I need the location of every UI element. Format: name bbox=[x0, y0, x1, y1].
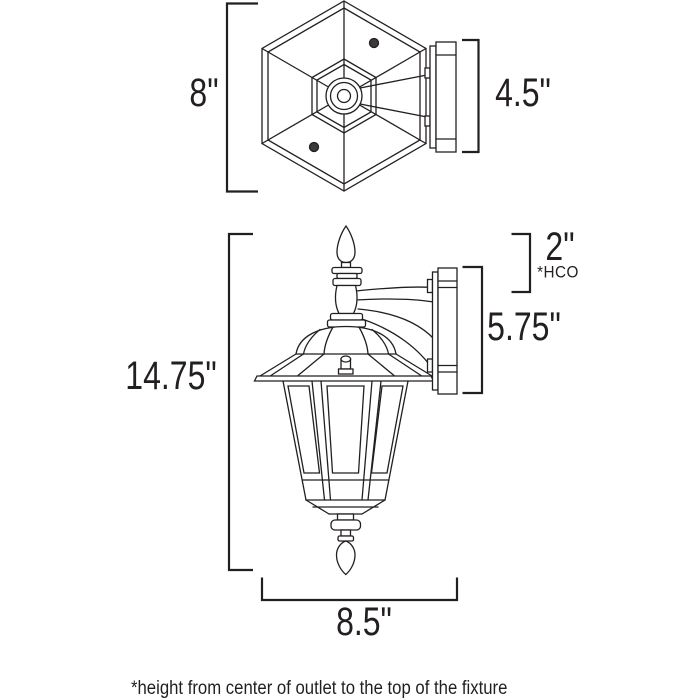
dim-bracket-5-75in bbox=[462, 265, 484, 395]
side-view-drawing bbox=[253, 224, 458, 576]
roof-knob bbox=[337, 355, 354, 375]
glass-pane-front bbox=[326, 385, 365, 474]
side-view-dimension-lines bbox=[227, 232, 532, 602]
hexagon-roof-outline bbox=[261, 0, 427, 192]
dim-label-hco-note: *HCO bbox=[537, 262, 579, 282]
dim-bracket-8in bbox=[225, 2, 258, 193]
glass-pane-left bbox=[287, 385, 321, 474]
screw-icon bbox=[308, 37, 380, 153]
bottom-cap bbox=[305, 499, 386, 515]
top-view-dimension-lines bbox=[225, 2, 480, 193]
dim-bracket-2in bbox=[511, 232, 532, 294]
dim-label-depth: 8.5" bbox=[336, 600, 392, 644]
dim-label-hco: 2" bbox=[545, 225, 575, 269]
backplate-side-view bbox=[426, 267, 458, 395]
dim-bracket-8-5in bbox=[260, 577, 459, 602]
dim-label-backplate: 5.75" bbox=[487, 305, 561, 349]
dim-label-top-width: 8" bbox=[189, 71, 219, 115]
lantern-cage bbox=[282, 380, 409, 501]
footnote-text: *height from center of outlet to the top… bbox=[131, 678, 508, 699]
top-finial bbox=[326, 224, 367, 328]
lantern-roof bbox=[259, 325, 433, 377]
top-view-drawing bbox=[261, 0, 457, 192]
backplate-top-view bbox=[424, 41, 457, 153]
dim-label-top-backplate: 4.5" bbox=[495, 71, 551, 115]
center-hub bbox=[325, 77, 363, 115]
roof-brim bbox=[253, 375, 435, 382]
dim-label-height: 14.75" bbox=[125, 354, 217, 398]
glass-pane-right bbox=[370, 385, 404, 474]
bottom-finial bbox=[330, 513, 362, 576]
dim-bracket-4-5in bbox=[462, 38, 480, 154]
dim-bracket-14-75in bbox=[227, 232, 253, 572]
